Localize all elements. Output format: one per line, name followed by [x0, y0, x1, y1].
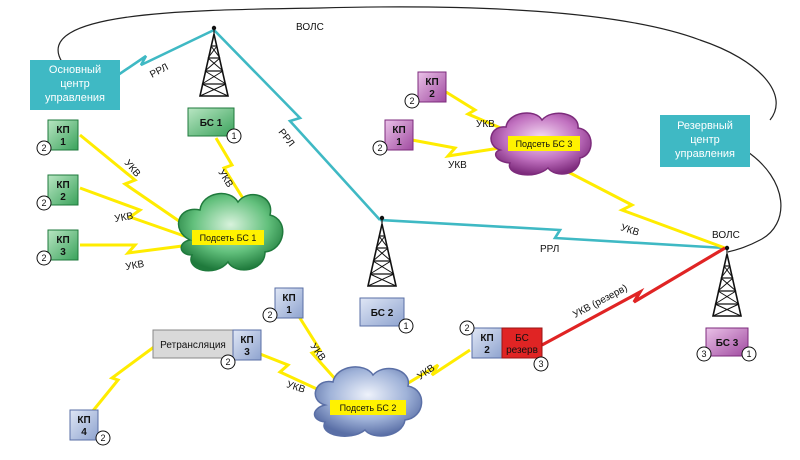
kp2-green-label: КП: [56, 180, 69, 191]
kp2-blue-reserve-group: КП 2 2 БС резерв 3: [459, 320, 549, 372]
ukv-label-s2-kp2: УКВ: [415, 362, 437, 382]
bs3-label: БС 3: [716, 338, 739, 349]
kp2-purple-num: 2: [429, 89, 435, 100]
rrl-bolt-bs1-bs2: [213, 29, 381, 221]
kp1-blue: КП 1 2: [262, 287, 304, 323]
bs2-box: БС 2 1: [359, 297, 414, 334]
ukv-bolt-kp2-s1: [79, 186, 191, 240]
bs3-box: БС 3 3 1: [696, 327, 757, 362]
ukv-label-kp2-s1: УКВ: [114, 211, 135, 225]
reserve-control-center: Резервный центр управления: [660, 115, 750, 167]
kp2-purple-badge: 2: [409, 96, 414, 106]
kp4-blue-label: КП: [77, 415, 90, 426]
main-center-line1: Основный: [49, 64, 101, 76]
subnet-bs1-cloud: Подсеть БС 1: [177, 192, 284, 272]
kp3-blue-label: КП: [240, 335, 253, 346]
relay-label: Ретрансляция: [160, 340, 226, 351]
ukv-bolt-kp1-s3: [411, 138, 501, 159]
rrl-label-bs2-bs3: РРЛ: [540, 244, 559, 255]
ukv-bolt-kp2-s3: [445, 90, 511, 134]
kp1-purple-badge: 2: [377, 143, 382, 153]
tower-bs2-icon: [367, 215, 397, 287]
kp1-green-num: 1: [60, 137, 66, 148]
ukv-bolt-kp3-s2: [249, 348, 331, 397]
kp1-purple-num: 1: [396, 137, 402, 148]
subnet-bs1-label: Подсеть БС 1: [200, 233, 257, 243]
kp1-purple: КП 1 2: [372, 119, 414, 156]
ukv-bolt-relay-kp4: [90, 342, 159, 413]
reserve-center-line3: управления: [675, 148, 735, 160]
ukv-bolt-kp3-s1: [80, 243, 191, 255]
kp2-green-num: 2: [60, 192, 66, 203]
kp1-green-label: КП: [56, 125, 69, 136]
bs3-badge-left: 3: [701, 349, 706, 359]
bs-reserve-line1: БС: [515, 333, 529, 344]
ukv-label-s3-bs3: УКВ: [619, 222, 641, 238]
ukv-label-kp1-s1: УКВ: [122, 158, 143, 180]
kp1-blue-num: 1: [286, 305, 292, 316]
fiber-link-top: [57, 6, 777, 121]
tower-bs1-icon: [199, 24, 229, 97]
bs1-label: БС 1: [200, 118, 223, 129]
kp1-blue-label: КП: [282, 293, 295, 304]
kp3-blue-badge: 2: [225, 357, 230, 367]
kp2-purple-label: КП: [425, 77, 438, 88]
fiber-link-right: [727, 149, 782, 253]
subnet-bs3-cloud: Подсеть БС 3: [490, 112, 592, 176]
rrl-label-bs1-bs2: РРЛ: [276, 127, 297, 149]
ukv-bolt-sub3-bs3: [544, 158, 726, 250]
ukv-bolt-bs1-s1: [214, 137, 246, 201]
bs-reserve-badge: 3: [538, 359, 543, 369]
main-center-line3: управления: [45, 92, 105, 104]
relay-kp3-group: Ретрансляция КП 3 2: [152, 329, 262, 370]
kp3-green-label: КП: [56, 235, 69, 246]
kp3-green: КП 3 2: [36, 229, 79, 266]
reserve-center-line1: Резервный: [677, 120, 733, 132]
rrl-bolt-bs2-bs3: [379, 218, 726, 250]
ukv-label-bs1-s1: УКВ: [215, 168, 234, 190]
subnet-bs3-label: Подсеть БС 3: [516, 139, 573, 149]
kp3-blue-num: 3: [244, 347, 250, 358]
subnet-bs2-label: Подсеть БС 2: [340, 403, 397, 413]
kp2-purple: КП 2 2: [404, 71, 447, 109]
ukv-label-kp2-s3: УКВ: [476, 119, 495, 130]
ukv-bolt-kp1-s2: [296, 314, 347, 391]
bs1-box: БС 1 1: [187, 107, 242, 144]
subnet-bs2-cloud: Подсеть БС 2: [313, 366, 423, 437]
ukv-label-kp1-s3: УКВ: [448, 160, 467, 171]
kp2-blue-label: КП: [480, 333, 493, 344]
bs-reserve-line2: резерв: [506, 345, 538, 356]
kp1-purple-label: КП: [392, 125, 405, 136]
rrl-label-main: РРЛ: [148, 62, 170, 81]
kp1-blue-badge: 2: [267, 310, 272, 320]
ukv-bolt-kp1-s1: [79, 133, 196, 234]
volc-label-top: ВОЛС: [296, 22, 324, 33]
ukv-label-kp3-s1: УКВ: [125, 259, 146, 273]
kp4-blue-num: 4: [81, 427, 87, 438]
bs3-badge-right: 1: [746, 349, 751, 359]
kp4-blue-badge: 2: [100, 433, 105, 443]
kp1-green-badge: 2: [41, 143, 46, 153]
bs2-badge: 1: [403, 321, 408, 331]
kp2-blue-num: 2: [484, 345, 490, 356]
kp4-blue: КП 4 2: [69, 409, 111, 446]
ukv-bolt-s2-kp2: [404, 348, 471, 387]
ukv-bolt-reserve: [541, 246, 726, 347]
bs1-badge: 1: [231, 131, 236, 141]
kp1-green: КП 1 2: [36, 119, 79, 156]
reserve-center-line2: центр: [690, 134, 720, 146]
kp2-green: КП 2 2: [36, 174, 79, 211]
main-center-line2: центр: [60, 78, 90, 90]
kp2-blue-badge: 2: [464, 323, 469, 333]
kp3-green-badge: 2: [41, 253, 46, 263]
volc-label-right: ВОЛС: [712, 230, 740, 241]
rrl-bolt-main-bs1: [117, 28, 215, 77]
main-control-center: Основный центр управления: [30, 60, 120, 110]
bs2-label: БС 2: [371, 308, 394, 319]
kp3-green-num: 3: [60, 247, 66, 258]
tower-bs3-icon: [712, 245, 742, 317]
kp2-green-badge: 2: [41, 198, 46, 208]
